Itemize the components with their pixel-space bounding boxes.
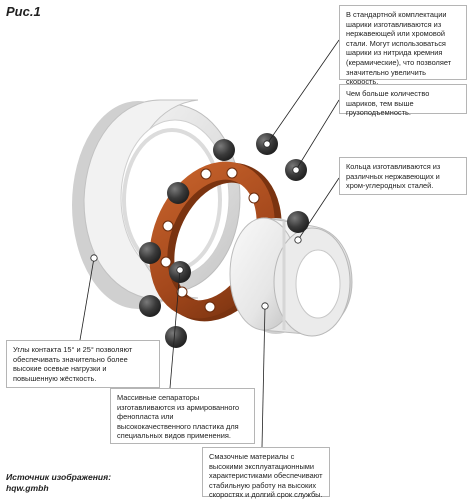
marker-dot-icon — [176, 266, 184, 274]
callout-ball-count: Чем больше количество шариков, тем выше … — [339, 84, 467, 117]
marker-dots — [90, 140, 302, 310]
figure-label: Рис.1 — [6, 4, 41, 19]
marker-dot-icon — [90, 254, 98, 262]
callout-separators: Массивные сепараторы изготавливаются из … — [110, 388, 255, 444]
ball-icon — [139, 242, 161, 264]
image-source-name: hqw.gmbh — [6, 482, 49, 493]
image-source-label: Источник изображения: — [6, 472, 112, 482]
callout-lubrication: Смазочные материалы с высокими эксплуата… — [202, 447, 330, 499]
ball-icon — [287, 211, 309, 233]
ball-icon — [213, 139, 235, 161]
marker-dot-icon — [294, 236, 302, 244]
marker-dot-icon — [292, 166, 300, 174]
callout-rings-material: Кольца изготавливаются из различных нерж… — [339, 157, 467, 195]
callout-contact-angles: Углы контакта 15° и 25° позволяют обеспе… — [6, 340, 160, 388]
ball-icon — [139, 295, 161, 317]
marker-dot-icon — [263, 140, 271, 148]
marker-dot-icon — [261, 302, 269, 310]
image-source: Источник изображения: hqw.gmbh — [6, 472, 111, 493]
ball-icon — [165, 326, 187, 348]
ball-icon — [167, 182, 189, 204]
inner-ring — [229, 217, 353, 337]
callout-balls-material: В стандартной комплектации шарики изгота… — [339, 5, 467, 86]
leader-lines — [79, 39, 340, 448]
